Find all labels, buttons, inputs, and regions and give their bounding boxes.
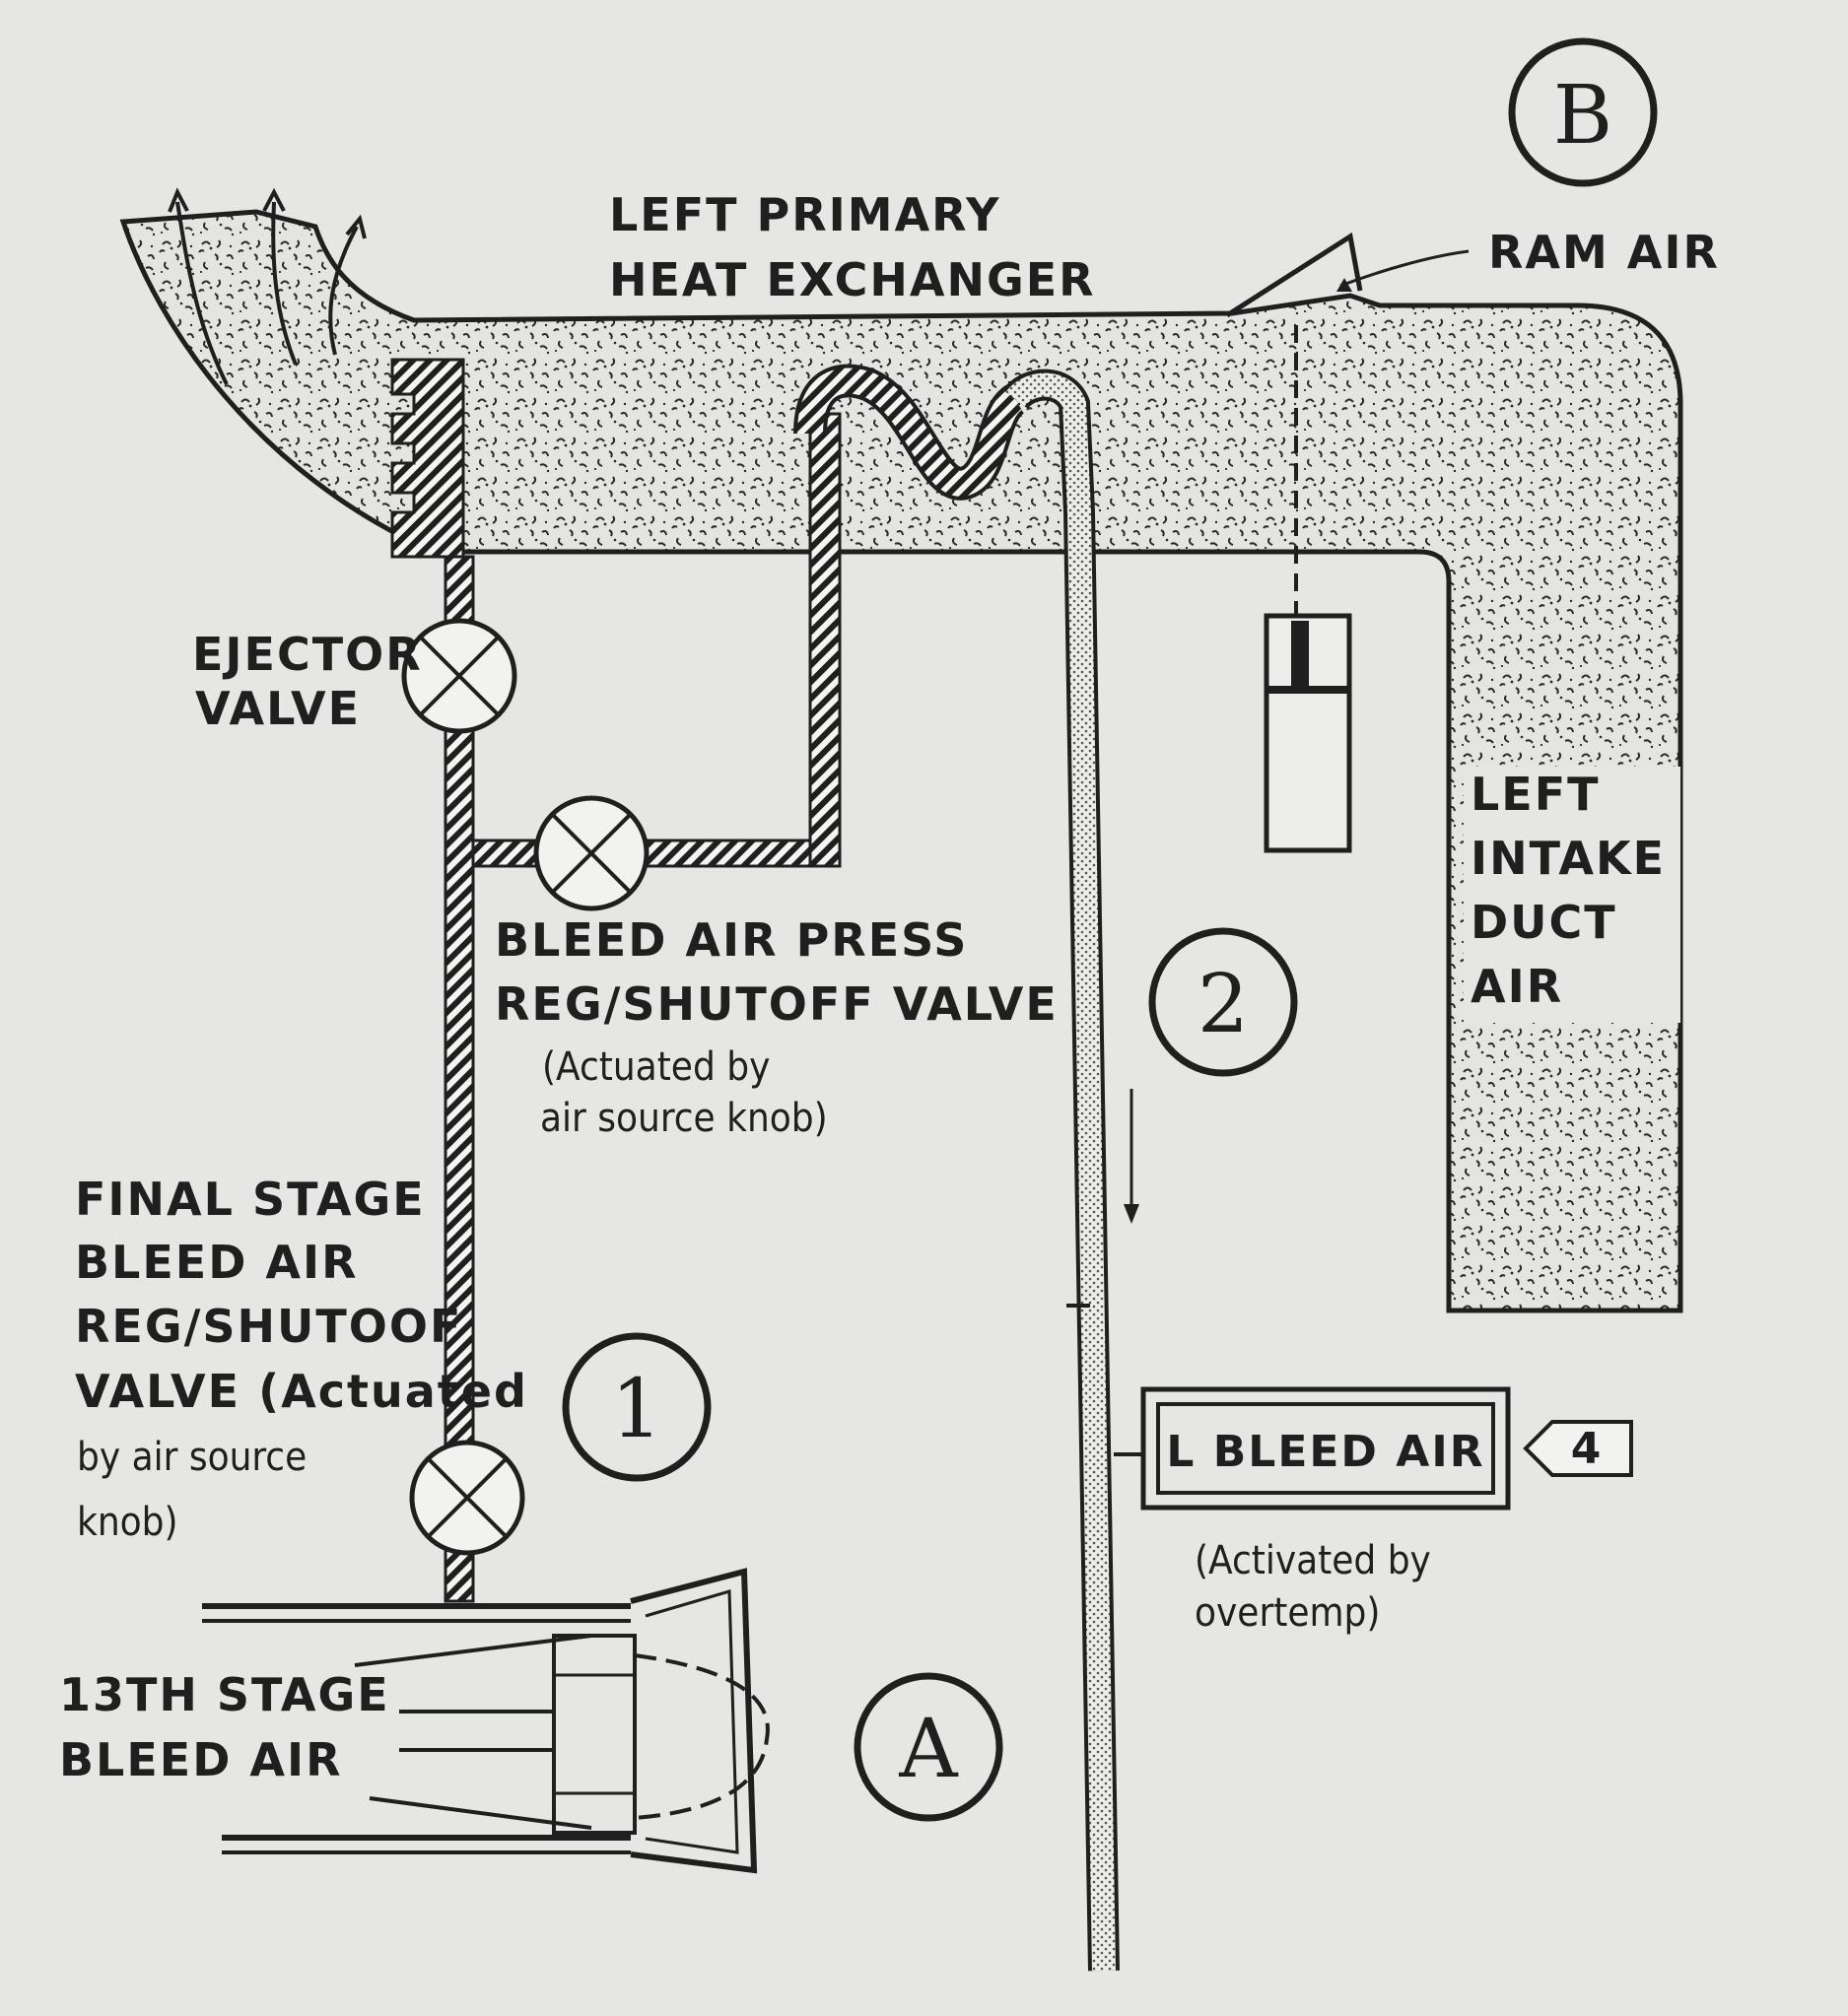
svg-text:by air source: by air source (77, 1435, 307, 1480)
svg-text:knob): knob) (77, 1500, 178, 1545)
svg-text:AIR: AIR (1471, 960, 1563, 1013)
svg-text:LEFT: LEFT (1471, 768, 1601, 821)
svg-text:(Actuated by: (Actuated by (542, 1044, 770, 1090)
svg-text:VALVE: VALVE (195, 682, 361, 735)
svg-text:A: A (898, 1703, 959, 1796)
exhaust-arrows (168, 187, 367, 385)
marker-1: 1 (562, 1332, 712, 1482)
svg-text:REG/SHUTOOF: REG/SHUTOOF (75, 1300, 462, 1353)
svg-text:BLEED AIR: BLEED AIR (59, 1733, 343, 1786)
sensing-line (1002, 369, 1143, 1972)
thirteenth-stage-label: 13TH STAGE BLEED AIR (59, 1668, 390, 1786)
temperature-sensor (1264, 325, 1352, 853)
bleed-press-valve (533, 795, 650, 911)
svg-text:13TH STAGE: 13TH STAGE (59, 1668, 390, 1721)
tag-number: 4 (1571, 1424, 1604, 1474)
marker-a: A (854, 1672, 1003, 1822)
svg-text:2: 2 (1198, 958, 1249, 1051)
bleed-press-valve-label: BLEED AIR PRESS REG/SHUTOFF VALVE (Actua… (495, 913, 1059, 1141)
marker-b: B (1508, 37, 1658, 187)
ejector-valve (401, 618, 517, 734)
svg-text:FINAL STAGE: FINAL STAGE (75, 1173, 426, 1226)
caution-note: (Activated by overtemp) (1195, 1538, 1431, 1636)
engine (202, 1568, 770, 1874)
intake-duct-label: LEFT INTAKE DUCT AIR (1464, 767, 1680, 1023)
heat-exchanger-label: LEFT PRIMARY HEAT EXCHANGER (609, 188, 1096, 306)
svg-text:HEAT EXCHANGER: HEAT EXCHANGER (609, 253, 1096, 306)
svg-text:air source knob): air source knob) (540, 1096, 828, 1141)
svg-text:LEFT PRIMARY: LEFT PRIMARY (609, 188, 1000, 241)
svg-text:(Activated by: (Activated by (1195, 1538, 1431, 1583)
svg-text:REG/SHUTOFF VALVE: REG/SHUTOFF VALVE (495, 977, 1059, 1031)
heat-exchanger-duct (119, 187, 1683, 1313)
reference-tag: 4 (1523, 1420, 1633, 1477)
svg-text:VALVE (Actuated: VALVE (Actuated (75, 1365, 528, 1418)
svg-text:B: B (1553, 69, 1612, 163)
l-bleed-air-label: L BLEED AIR (1166, 1427, 1484, 1477)
svg-text:EJECTOR: EJECTOR (192, 628, 423, 681)
l-bleed-air-light: L BLEED AIR (1140, 1386, 1511, 1511)
svg-text:1: 1 (611, 1363, 662, 1456)
ram-air-label: RAM AIR (1488, 226, 1720, 279)
marker-2: 2 (1148, 927, 1298, 1077)
ejector-valve-label: EJECTOR VALVE (192, 628, 423, 735)
ram-air-scoop (1225, 232, 1363, 318)
svg-text:DUCT: DUCT (1471, 896, 1617, 949)
svg-text:overtemp): overtemp) (1195, 1590, 1380, 1636)
svg-text:INTAKE: INTAKE (1471, 832, 1666, 885)
svg-text:BLEED AIR: BLEED AIR (75, 1236, 359, 1289)
final-stage-valve (409, 1440, 525, 1556)
svg-text:BLEED AIR PRESS: BLEED AIR PRESS (495, 913, 968, 967)
final-stage-valve-label: FINAL STAGE BLEED AIR REG/SHUTOOF VALVE … (75, 1173, 528, 1545)
